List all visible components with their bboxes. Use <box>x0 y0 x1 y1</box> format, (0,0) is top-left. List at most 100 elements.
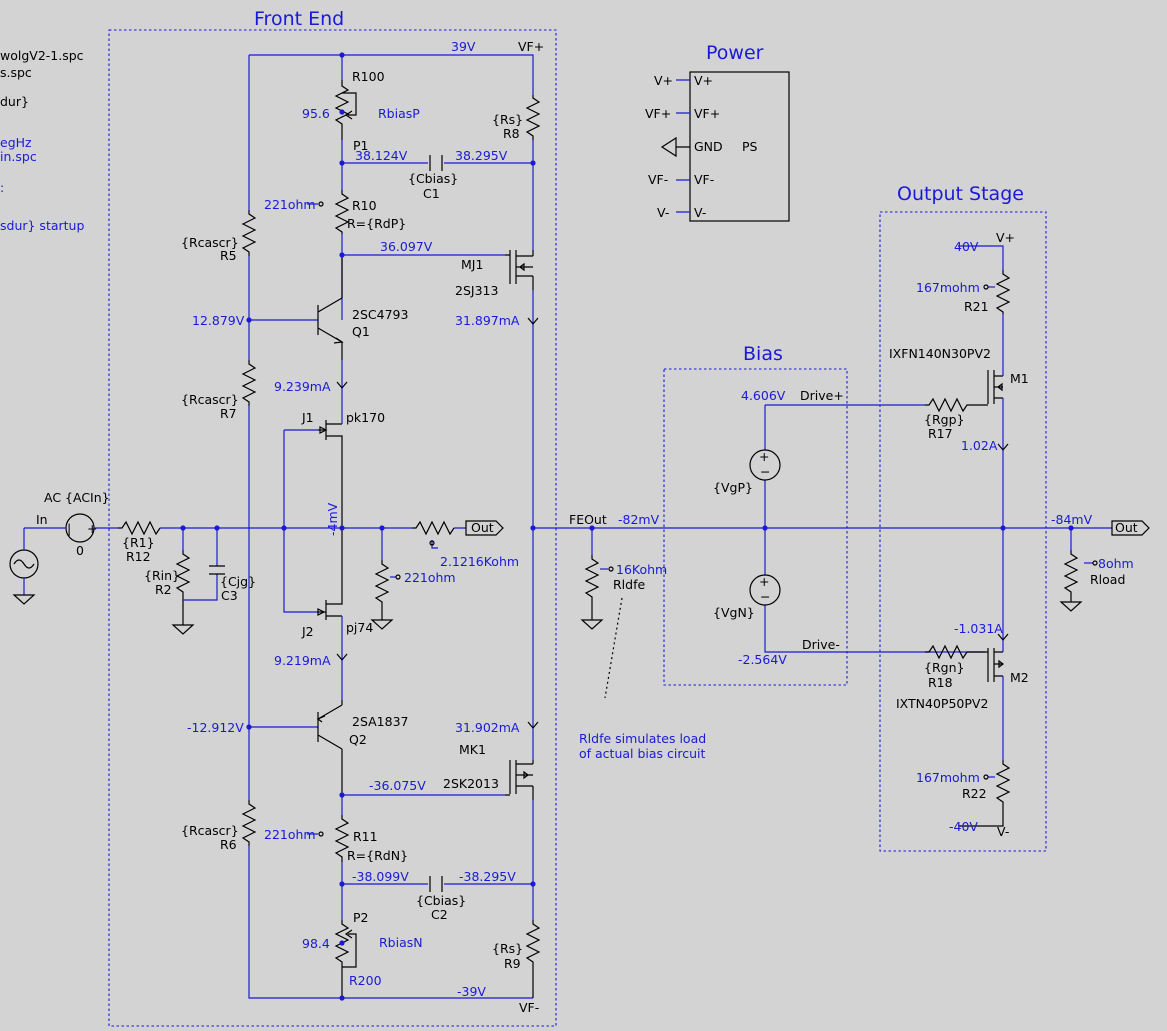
resistor-r11 <box>334 815 350 862</box>
label-ps: PS <box>742 139 758 154</box>
label-vgn: {VgN} <box>713 605 755 620</box>
label-c2: C2 <box>431 907 448 922</box>
label-r21: R21 <box>964 299 989 314</box>
label-cjg: {Cjg} <box>220 574 256 589</box>
junction-dot <box>339 109 345 115</box>
label-out2: Out <box>1115 520 1138 535</box>
label-r12: R12 <box>126 549 151 564</box>
label-pk170: pk170 <box>346 410 385 425</box>
plus-sign: + <box>759 574 769 589</box>
jfet-gate-wire <box>283 429 318 613</box>
output-stage-title: Output Stage <box>897 183 1024 205</box>
value-95-6: 95.6 <box>302 106 330 121</box>
label-rcascr7: {Rcascr} <box>181 392 239 407</box>
label-p1: P1 <box>353 138 369 153</box>
label-rgn: {Rgn} <box>924 660 964 675</box>
junction-dot <box>339 881 345 887</box>
value-1-02a: 1.02A <box>961 438 998 453</box>
jfet-j2 <box>325 528 343 620</box>
label-r6: R6 <box>220 837 237 852</box>
resistor-r8 <box>525 95 541 140</box>
value-minus-2-564v: -2.564V <box>738 652 787 667</box>
transistor-arrow <box>333 337 344 344</box>
value-minus-38-099: -38.099V <box>352 869 409 884</box>
label-m1: M1 <box>1010 371 1029 386</box>
label-vminus-out: V- <box>997 824 1009 839</box>
resistor-out <box>412 520 455 536</box>
ps-net-vplus: V+ <box>654 73 673 88</box>
junction-dot <box>246 317 252 323</box>
resistor-r17 <box>925 397 983 413</box>
value-98-4: 98.4 <box>302 936 330 951</box>
value-minus-82mv: -82mV <box>618 512 660 527</box>
directive-text: sdur} startup <box>0 218 84 233</box>
ps-net-vfplus: VF+ <box>645 106 671 121</box>
label-r9: R9 <box>504 956 521 971</box>
label-drive-minus: Drive- <box>802 637 840 652</box>
out-port-1 <box>465 520 504 536</box>
label-pj74: pj74 <box>346 620 373 635</box>
label-rs-top: {Rs} <box>492 112 523 127</box>
label-rbiasp: RbiasP <box>378 106 420 121</box>
label-r11: R11 <box>353 829 378 844</box>
ps-pin-vfminus: VF- <box>694 172 714 187</box>
label-rin: {Rin} <box>144 568 180 583</box>
label-zero: 0 <box>76 543 84 558</box>
ac-plus-sign: + <box>87 521 97 536</box>
resistor-221 <box>374 560 390 620</box>
value-2-1216kohm: 2.1216Kohm <box>440 554 519 569</box>
directive-text: dur} <box>0 94 29 109</box>
ps-pin-vminus: V- <box>694 205 706 220</box>
label-rcascr5: {Rcascr} <box>181 235 239 250</box>
resistor-r9 <box>525 920 541 998</box>
junction-dot <box>530 881 536 887</box>
label-rdn: R={RdN} <box>347 848 408 863</box>
ground-symbol <box>171 624 195 635</box>
note-line-1: Rldfe simulates load <box>579 731 706 746</box>
value-9-219ma: 9.219mA <box>274 653 331 668</box>
capacitor-c3 <box>209 565 225 575</box>
label-rgp: {Rgp} <box>924 412 964 427</box>
label-cbias1: {Cbias} <box>408 171 458 186</box>
vgp-source <box>749 449 781 481</box>
value-221ohm-a: 221ohm <box>264 197 316 212</box>
label-2sa1837: 2SA1837 <box>352 714 408 729</box>
value-minus-40v: -40V <box>949 819 978 834</box>
label-cbias2: {Cbias} <box>416 893 466 908</box>
value-minus-38-295: -38.295V <box>459 869 516 884</box>
junction-dot <box>339 940 345 946</box>
label-c1: C1 <box>423 186 440 201</box>
ground-symbol <box>370 619 394 630</box>
directive-text: s.spc <box>0 65 32 80</box>
value-38-295: 38.295V <box>455 148 508 163</box>
junction-dot <box>339 252 345 258</box>
junction-dot <box>762 525 768 531</box>
mosfet-m2 <box>967 648 1003 682</box>
resistor-r6 <box>241 800 257 846</box>
capacitor-c2 <box>429 876 443 892</box>
ps-pin-wires <box>676 79 690 213</box>
label-in: In <box>36 512 48 527</box>
label-r22: R22 <box>962 786 987 801</box>
junction-dot <box>339 995 345 1001</box>
value-167mohm-a: 167mohm <box>916 280 980 295</box>
label-q2: Q2 <box>349 732 367 747</box>
potentiometer-wiper <box>342 92 357 116</box>
resistor-rldfe <box>584 555 600 620</box>
vgn-source <box>749 574 781 606</box>
current-arrow <box>527 317 539 325</box>
label-rload: Rload <box>1090 572 1125 587</box>
potentiometer-p1 <box>334 80 350 140</box>
probe-dot <box>1092 560 1098 566</box>
label-2sj313: 2SJ313 <box>455 283 498 298</box>
label-drive-plus: Drive+ <box>800 388 844 403</box>
junction-dot <box>339 160 345 166</box>
directive-text: in.spc <box>0 149 37 164</box>
label-r7: R7 <box>220 406 237 421</box>
resistor-r7 <box>241 360 257 406</box>
value-31-902ma: 31.902mA <box>455 720 520 735</box>
ps-net-vfminus: VF- <box>648 172 668 187</box>
directive-text: egHz <box>0 135 32 150</box>
junction-dot <box>379 525 385 531</box>
